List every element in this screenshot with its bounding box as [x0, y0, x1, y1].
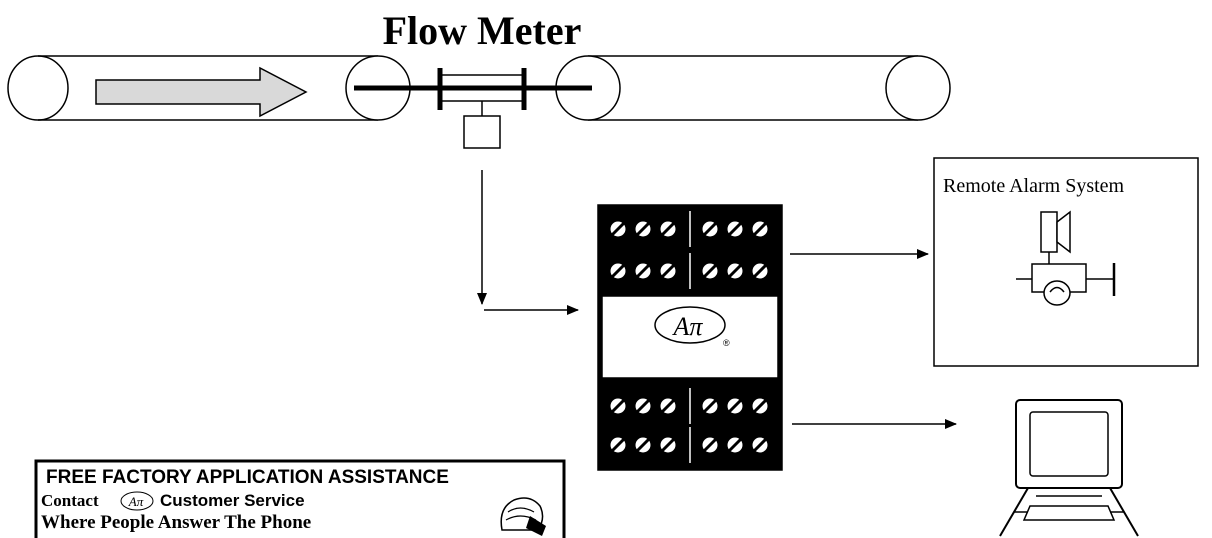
signal-line-to-module — [477, 170, 579, 315]
terminal-screw — [659, 436, 677, 454]
remote-alarm-label: Remote Alarm System — [943, 175, 1125, 197]
remote-alarm-system-box: Remote Alarm System — [933, 157, 1199, 367]
terminal-screw — [701, 436, 719, 454]
svg-text:Aπ: Aπ — [672, 312, 704, 341]
terminal-screw — [701, 220, 719, 238]
phone-person-icon — [500, 497, 546, 536]
siren-icon — [1016, 210, 1116, 306]
terminal-screw — [751, 220, 769, 238]
terminal-screw — [634, 436, 652, 454]
terminal-screw — [634, 220, 652, 238]
assistance-line-3: Where People Answer The Phone — [41, 512, 311, 533]
terminal-screw — [609, 220, 627, 238]
terminal-screw — [726, 262, 744, 280]
terminal-screw — [751, 436, 769, 454]
flow-meter-symbol — [354, 68, 592, 149]
terminal-screw — [701, 262, 719, 280]
bottom-terminal-block — [609, 388, 769, 463]
terminal-screw — [726, 220, 744, 238]
svg-text:®: ® — [723, 338, 730, 348]
terminal-screw — [609, 262, 627, 280]
terminal-screw — [726, 397, 744, 415]
terminal-screw — [659, 397, 677, 415]
terminal-screw — [609, 397, 627, 415]
diagram-title: Flow Meter — [383, 8, 582, 53]
signal-conditioner-module: Aπ ® — [597, 204, 783, 471]
terminal-screw — [659, 220, 677, 238]
svg-text:Aπ: Aπ — [128, 494, 144, 509]
assistance-logo: Aπ — [120, 491, 154, 511]
terminal-screw — [634, 262, 652, 280]
terminal-screw — [701, 397, 719, 415]
top-terminal-block — [609, 211, 769, 289]
assistance-line-1: FREE FACTORY APPLICATION ASSISTANCE — [46, 467, 449, 488]
terminal-screw — [634, 397, 652, 415]
outlet-pipe — [555, 55, 951, 121]
terminal-screw — [726, 436, 744, 454]
assistance-line-2-suffix: Customer Service — [160, 491, 305, 510]
terminal-screw — [751, 397, 769, 415]
computer-icon — [999, 399, 1139, 537]
terminal-screw — [609, 436, 627, 454]
terminal-screw — [659, 262, 677, 280]
terminal-screw — [751, 262, 769, 280]
flow-direction-arrow — [95, 66, 308, 118]
assistance-banner: FREE FACTORY APPLICATION ASSISTANCE Cont… — [34, 459, 566, 538]
assistance-line-2-prefix: Contact — [41, 491, 99, 510]
module-logo: Aπ ® — [654, 306, 730, 348]
